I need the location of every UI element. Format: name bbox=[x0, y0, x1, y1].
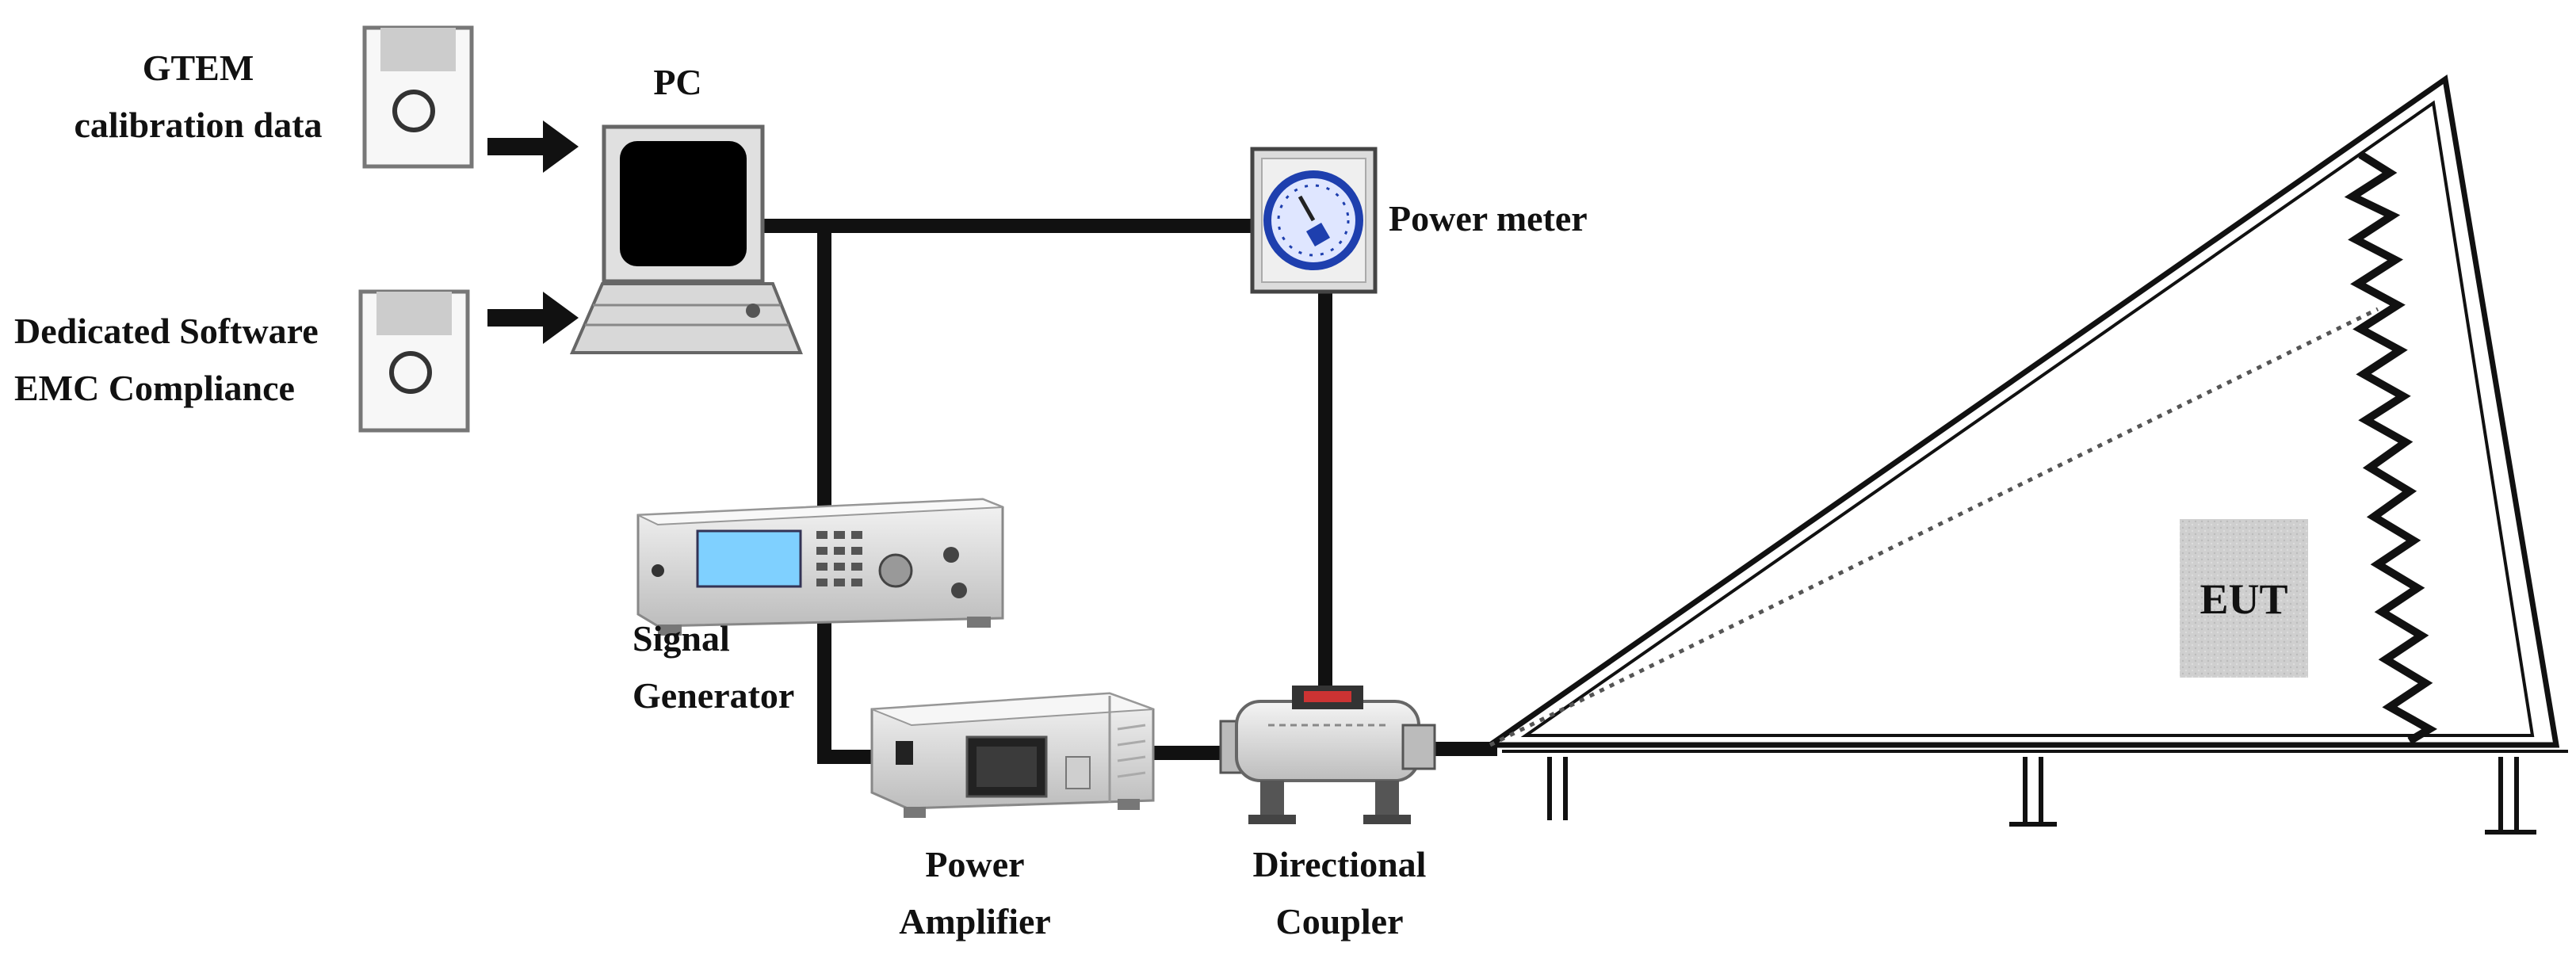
label-gtem-line1: GTEM bbox=[142, 48, 254, 88]
label-coupler-line2: Coupler bbox=[1275, 901, 1404, 942]
label-amplifier-line2: Amplifier bbox=[899, 901, 1051, 942]
disk-icon-gtem bbox=[362, 25, 474, 169]
label-signal-line2: Generator bbox=[633, 675, 795, 716]
signal-generator-device bbox=[636, 498, 1004, 636]
gtem-legs bbox=[1547, 757, 2536, 835]
label-software-line1: Dedicated Software bbox=[14, 311, 319, 351]
eut-box bbox=[2180, 519, 2308, 678]
absorber-zigzag bbox=[2344, 151, 2437, 745]
arrow-icon-software-to-pc bbox=[487, 292, 579, 344]
label-amplifier-line1: Power bbox=[925, 844, 1025, 884]
label-eut: EUT bbox=[2200, 575, 2288, 623]
label-gtem-line2: calibration data bbox=[74, 105, 323, 145]
label-signal-generator: Signal Generator bbox=[633, 610, 839, 724]
gtem-cell bbox=[1481, 74, 2568, 835]
gauge-icon bbox=[1263, 170, 1363, 270]
label-software-line2: EMC Compliance bbox=[14, 368, 295, 408]
directional-coupler-device bbox=[1219, 686, 1436, 824]
label-gtem-calibration: GTEM calibration data bbox=[55, 40, 341, 154]
connection-cables bbox=[754, 219, 1497, 764]
power-meter-device bbox=[1250, 147, 1378, 294]
computer-icon bbox=[569, 124, 803, 354]
label-power-amplifier: Power Amplifier bbox=[880, 836, 1070, 950]
label-dedicated-software: Dedicated Software EMC Compliance bbox=[14, 303, 363, 417]
arrow-icon-gtem-to-pc bbox=[487, 120, 579, 173]
label-directional-coupler: Directional Coupler bbox=[1221, 836, 1458, 950]
amplifier-side-vents bbox=[1117, 724, 1146, 778]
label-power-meter: Power meter bbox=[1389, 198, 1588, 239]
power-amplifier-device bbox=[870, 692, 1155, 818]
disk-icon-software bbox=[358, 289, 470, 433]
label-coupler-line1: Directional bbox=[1252, 844, 1427, 884]
label-pc: PC bbox=[653, 62, 702, 102]
label-signal-line1: Signal bbox=[633, 618, 730, 659]
